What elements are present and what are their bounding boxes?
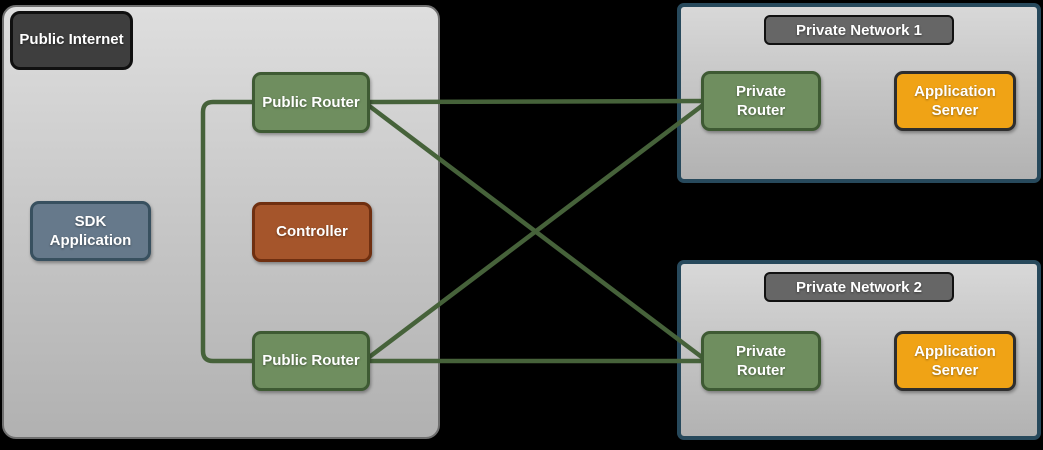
public-internet-label: Public Internet: [10, 11, 133, 70]
private-network-1-label: Private Network 1: [764, 15, 954, 45]
private-network-2-zone: Private Network 2: [677, 260, 1041, 440]
public-router-top-node: Public Router: [252, 72, 370, 133]
controller-node: Controller: [252, 202, 372, 262]
public-router-bottom-node: Public Router: [252, 331, 370, 391]
private-router-2-node: Private Router: [701, 331, 821, 391]
application-server-1-node: Application Server: [894, 71, 1016, 131]
application-server-2-node: Application Server: [894, 331, 1016, 391]
private-network-2-label: Private Network 2: [764, 272, 954, 302]
private-network-1-zone: Private Network 1: [677, 3, 1041, 183]
sdk-application-node: SDK Application: [30, 201, 151, 261]
private-router-1-node: Private Router: [701, 71, 821, 131]
